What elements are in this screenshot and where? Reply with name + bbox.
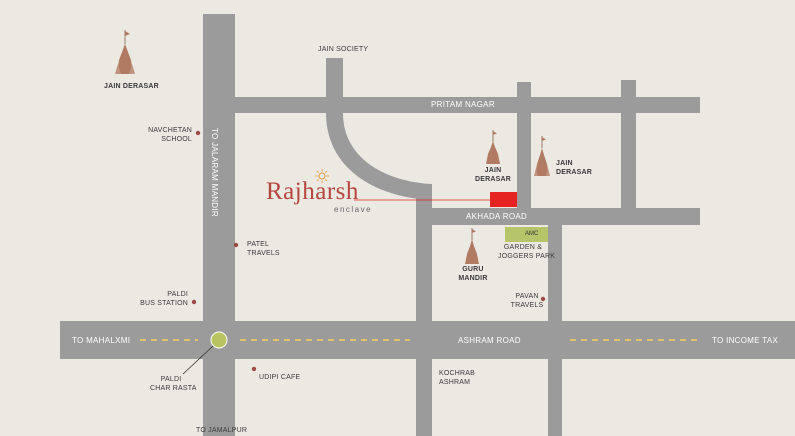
label-patel-travels: PATEL TRAVELS bbox=[247, 240, 280, 258]
label-line: SCHOOL bbox=[161, 136, 192, 143]
label-line: PATEL bbox=[247, 241, 270, 248]
temple-icon bbox=[534, 136, 550, 176]
label-navchetan-school: NAVCHETAN SCHOOL bbox=[140, 126, 192, 144]
project-location-marker bbox=[490, 192, 517, 207]
label-line: GURU bbox=[462, 266, 484, 273]
brand-tagline: enclave bbox=[334, 205, 373, 214]
location-dot-icon bbox=[195, 130, 201, 136]
label-line: BUS STATION bbox=[140, 300, 188, 307]
label-guru-mandir: GURU MANDIR bbox=[452, 265, 494, 283]
label-line: JAIN bbox=[556, 160, 573, 167]
label-line: PALDI bbox=[167, 291, 188, 298]
road-network bbox=[60, 14, 795, 436]
road-pavan bbox=[548, 225, 562, 436]
label-line: MANDIR bbox=[458, 275, 488, 282]
location-dot-icon bbox=[191, 299, 197, 305]
label-jain-derasar-right: JAIN DERASAR bbox=[556, 159, 592, 177]
road-label-ashram: ASHRAM ROAD bbox=[458, 336, 521, 345]
road-jain-society bbox=[326, 58, 343, 100]
label-line: PALDI bbox=[160, 376, 182, 383]
label-jain-derasar-top-left: JAIN DERASAR bbox=[104, 83, 159, 90]
temple-icon bbox=[115, 30, 135, 74]
label-paldi-bus-station: PALDI BUS STATION bbox=[130, 290, 188, 308]
road-label-to-jamalpur: TO JAMALPUR bbox=[196, 427, 248, 434]
road-vertical-center bbox=[517, 82, 531, 210]
temple-icon bbox=[465, 228, 479, 264]
label-line: DERASAR bbox=[556, 169, 593, 176]
label-jain-derasar-center: JAIN DERASAR bbox=[474, 166, 512, 184]
road-label-to-income-tax: TO INCOME TAX bbox=[712, 336, 779, 345]
label-line: TRAVELS bbox=[247, 250, 280, 257]
label-line: JOGGERS PARK bbox=[498, 253, 556, 260]
temple-icons bbox=[115, 30, 550, 264]
location-dot-icon bbox=[540, 296, 546, 302]
label-line: PAVAN bbox=[515, 293, 539, 300]
label-jain-society: JAIN SOCIETY bbox=[318, 46, 369, 53]
label-line: GARDEN & bbox=[503, 244, 543, 251]
label-kochrab-ashram: KOCHRAB ASHRAM bbox=[439, 369, 475, 387]
poi-dots bbox=[191, 130, 546, 372]
road-label-pritam-nagar: PRITAM NAGAR bbox=[431, 100, 495, 109]
label-amc-garden: GARDEN & JOGGERS PARK bbox=[498, 243, 556, 261]
road-jalaram-mandir bbox=[203, 14, 235, 436]
label-line: JAIN bbox=[484, 167, 502, 174]
label-paldi-char-rasta: PALDI CHAR RASTA bbox=[150, 375, 197, 393]
road-label-akhada: AKHADA ROAD bbox=[466, 212, 528, 221]
brand-name: Rajharsh bbox=[266, 178, 359, 205]
road-label-to-jalaram-mandir: TO JALARAM MANDIR bbox=[210, 128, 219, 217]
label-line: TRAVELS bbox=[510, 302, 544, 309]
paldi-pointer bbox=[182, 345, 214, 375]
sun-emblem-icon bbox=[315, 169, 329, 183]
road-akhada bbox=[416, 208, 700, 225]
road-kochrab bbox=[416, 185, 432, 436]
location-dot-icon bbox=[233, 242, 239, 248]
amc-badge: AMC bbox=[525, 231, 539, 237]
temple-icon bbox=[486, 130, 500, 164]
road-vertical-right bbox=[621, 80, 636, 210]
paldi-circle bbox=[210, 331, 228, 349]
road-pritam-nagar bbox=[235, 97, 700, 113]
amc-garden-park bbox=[505, 227, 548, 242]
label-line: ASHRAM bbox=[439, 379, 471, 386]
location-dot-icon bbox=[251, 366, 257, 372]
label-line: CHAR RASTA bbox=[150, 385, 197, 392]
label-line: KOCHRAB bbox=[439, 370, 476, 377]
road-label-to-mahalxmi: TO MAHALXMI bbox=[72, 336, 131, 345]
label-pavan-travels: PAVAN TRAVELS bbox=[506, 292, 548, 310]
label-udipi-cafe: UDIPI CAFE bbox=[259, 374, 301, 381]
label-line: DERASAR bbox=[474, 176, 511, 183]
label-line: NAVCHETAN bbox=[148, 127, 192, 134]
